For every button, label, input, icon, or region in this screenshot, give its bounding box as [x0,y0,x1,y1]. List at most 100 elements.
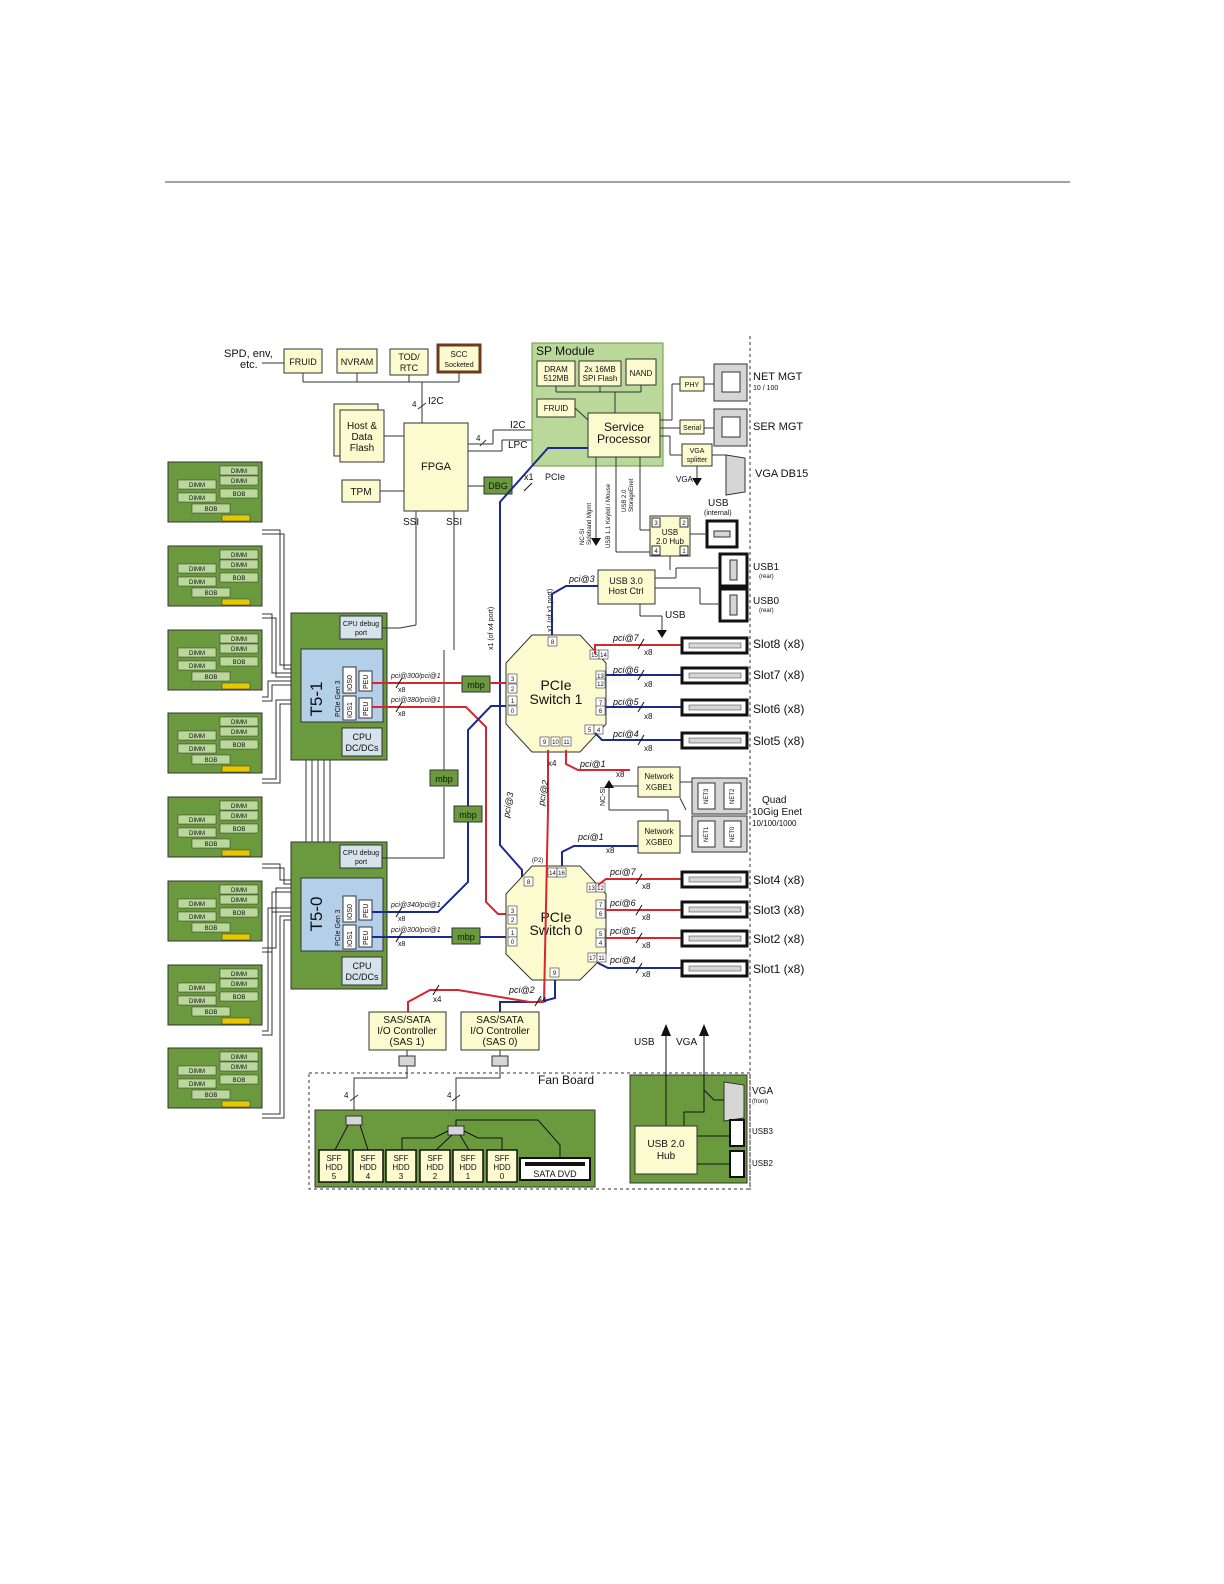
slot1-label: Slot1 (x8) [753,962,804,976]
bob-label: BOB [233,576,246,582]
front-io-board: USB 2.0 Hub [629,1035,748,1184]
dimm-label: DIMM [231,814,247,820]
bob-label: BOB [205,1010,218,1016]
switch-port: 10 [550,736,561,747]
bob-label: BOB [205,507,218,513]
sw0-pci7: pci@7 [609,867,637,877]
cpu1-link-b: pci@380/pci@1 [390,697,441,704]
svg-text:DC/DCs: DC/DCs [346,743,379,753]
svg-text:9: 9 [543,740,547,746]
dimm-cards: DIMMDIMMBOBDIMMDIMMBOBDIMMDIMMBOBDIMMDIM… [167,461,263,1109]
pcie-switch-1: PCIe Switch 1 [505,634,607,753]
sas1-cable-width: 4 [344,1091,349,1100]
front-vga-sub: (front) [752,1099,768,1105]
mbp-box-ssi: mbp [429,769,459,787]
slot4-label: Slot4 (x8) [753,873,804,887]
mbp-box-cpu1: mbp [461,675,491,693]
svg-text:SAS/SATA: SAS/SATA [383,1015,431,1026]
svg-text:PEU: PEU [363,675,370,689]
svg-text:Processor: Processor [597,432,651,446]
svg-text:USB 3.0: USB 3.0 [609,576,643,586]
x1-of-x1-port: x1 (of x1 port) [547,589,554,632]
svg-text:CPU debug: CPU debug [343,621,379,628]
svg-text:PCIe: PCIe [540,909,571,925]
bob-label: BOB [233,743,246,749]
slot3-label: Slot3 (x8) [753,903,804,917]
svg-text:T5-0: T5-0 [307,897,326,932]
sw1-pci3: pci@3 [568,574,595,584]
bob-label: BOB [233,1078,246,1084]
sw1-x4: x4 [548,759,557,768]
usb1-rear-port [718,552,749,588]
usb1-sub: (rear) [759,574,774,580]
svg-text:4: 4 [366,1172,371,1181]
ncsi-label: NC-SI [600,787,607,806]
slot8-label: Slot8 (x8) [753,637,804,651]
sas0-cable-width: 4 [447,1091,452,1100]
dimm-label: DIMM [231,898,247,904]
sw0-pci5: pci@5 [609,926,637,936]
pcie-slot [680,636,749,655]
debug-links [382,624,445,859]
scc-box: SCC Socketed [436,343,482,374]
switch-port: 2 [507,914,518,925]
svg-text:Service: Service [604,420,644,434]
svg-text:7: 7 [599,701,603,707]
ncsi-vertical: NC-SI [580,528,586,545]
switch-port: 6 [595,705,606,716]
tod-rtc-box: TOD/ RTC [389,348,429,376]
svg-text:6: 6 [599,709,603,715]
svg-text:14: 14 [549,871,556,877]
dimm-label: DIMM [189,664,205,670]
switch-port: 0 [507,936,518,947]
hdd-bays: SFFHDD5SFFHDD4SFFHDD3SFFHDD2SFFHDD1SFFHD… [318,1149,518,1183]
pcie-slots [680,636,749,978]
switch-port: 13 [586,882,597,893]
svg-text:1: 1 [511,699,515,705]
svg-text:1: 1 [511,931,515,937]
svg-text:Network: Network [644,827,674,836]
ser-mgt-label: SER MGT [753,421,803,433]
dimm-label: DIMM [231,804,247,810]
svg-text:splitter: splitter [687,457,708,464]
mbp-box-cpu0: mbp [451,927,481,945]
svg-text:TPM: TPM [350,487,371,498]
sw0-pci6: pci@6 [609,898,636,908]
switch-0-p2: (P2) [532,858,543,864]
sas-links [407,989,544,1012]
front-vga-label: VGA [676,1037,697,1048]
svg-text:12: 12 [597,682,604,688]
ncsi-links [608,781,692,837]
pcie-label: PCIe [545,472,565,482]
sw0-x8-6: x8 [642,913,651,922]
nvram-box: NVRAM [336,348,378,374]
usb-hub-internal: 3 2 4 1 USB 2.0 Hub [649,515,691,557]
usb11-vertical: USB 1.1 Keybd / Mouse [606,483,612,548]
dbg-box: DBG [483,476,513,495]
lpc-width: 4 [476,434,481,443]
bob-label: BOB [205,758,218,764]
sideband-vertical: Sideband Mgmt [587,503,593,545]
dimm-label: DIMM [231,1065,247,1071]
host-data-flash-box: Host & Data Flash [333,403,385,463]
svg-text:7: 7 [599,903,603,909]
dimm-label: DIMM [189,734,205,740]
network-xgbe1: Network XGBE1 [637,766,681,798]
svg-text:HDD: HDD [359,1163,377,1172]
svg-text:0: 0 [511,940,515,946]
svg-text:RTC: RTC [400,363,419,373]
sw1-pci2: pci@2 [536,779,550,807]
spd-env-label: SPD, env, [224,348,273,360]
svg-text:6: 6 [599,912,603,918]
svg-text:4: 4 [597,728,601,734]
svg-text:USB 2.0: USB 2.0 [647,1139,685,1150]
vga-splitter-box: VGA splitter [681,443,713,467]
pcie-slot [680,731,749,750]
cpu0-link-b: pci@300/pci@1 [390,927,441,934]
sw0-x8-5: x8 [642,941,651,950]
sas0-tick [534,995,542,1007]
i2c-bus [262,362,460,423]
